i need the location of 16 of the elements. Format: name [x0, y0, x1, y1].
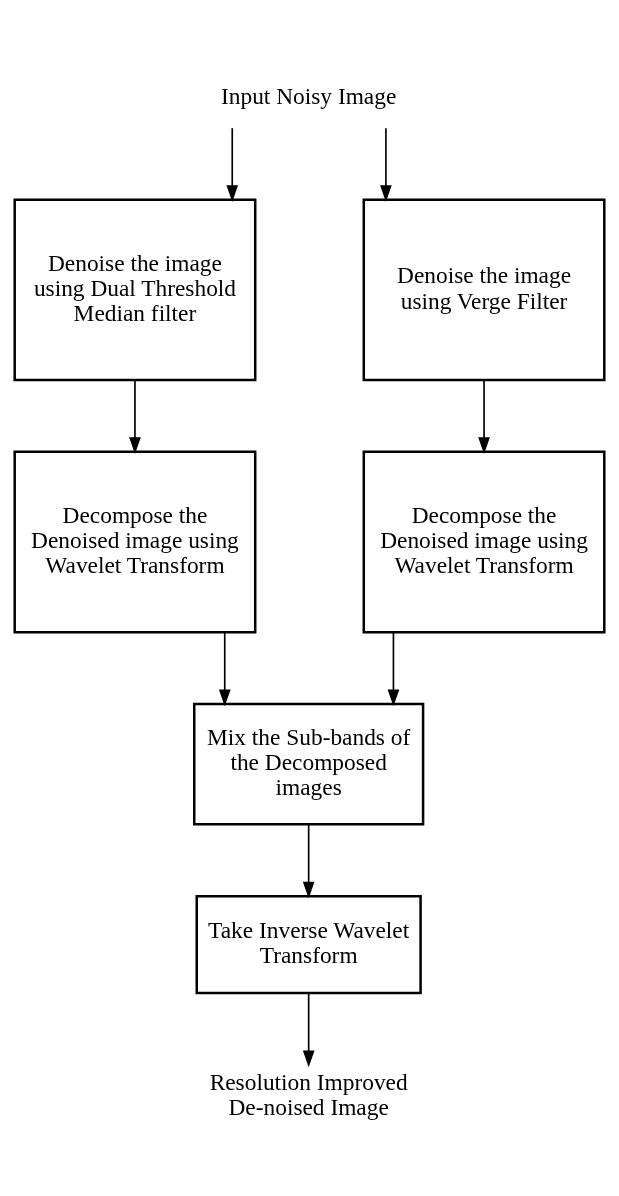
- node-box: Denoise the image using Verge Filter: [362, 198, 606, 382]
- node-box: Decompose the Denoised image using Wavelet Transform: [362, 450, 606, 634]
- arrow: [302, 823, 315, 899]
- node-box: Denoise the image using Dual Threshold Median filter: [13, 198, 257, 382]
- node-text: Resolution Improved De-noised Image: [209, 1069, 408, 1121]
- arrow: [478, 379, 490, 454]
- arrow: [218, 631, 231, 707]
- arrow: [380, 127, 392, 202]
- node-box: Mix the Sub-bands of the Decomposed images: [193, 702, 425, 826]
- arrow: [387, 631, 400, 707]
- node-box: Take Inverse Wavelet Transform: [195, 894, 422, 995]
- arrow: [226, 127, 239, 202]
- arrow: [302, 992, 315, 1068]
- node-box: Decompose the Denoised image using Wavelet Transform: [13, 450, 257, 634]
- node-text: Input Noisy Image: [221, 82, 397, 109]
- arrow: [129, 379, 141, 454]
